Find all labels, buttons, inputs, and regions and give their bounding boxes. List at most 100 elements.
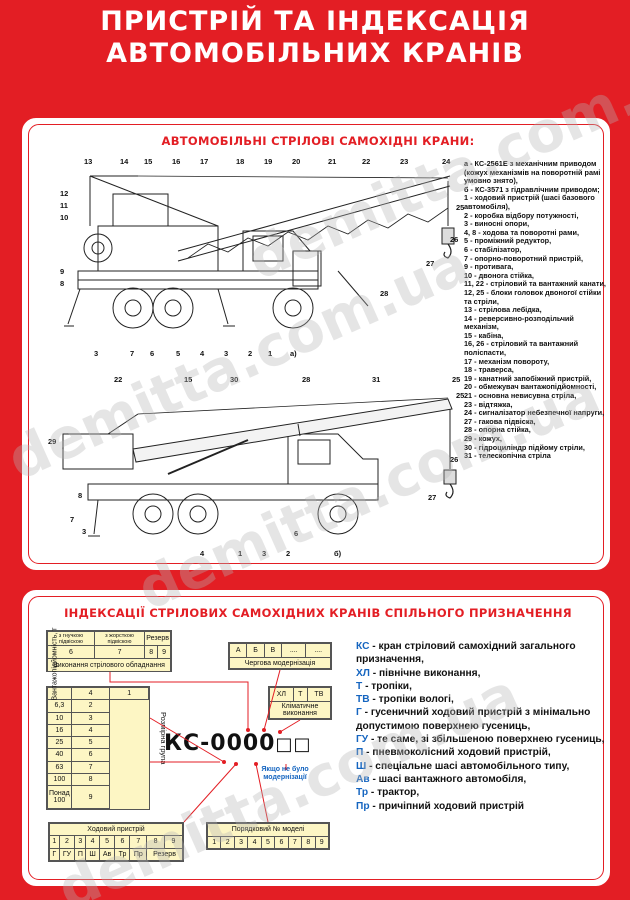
definition-key: ХЛ	[356, 667, 370, 679]
fig-a-num-20: 20	[292, 157, 300, 166]
fig-b-num-3: 3	[82, 527, 86, 536]
size-group-value: 6	[70, 748, 111, 762]
definition-text: - кран стріловий самохідний загального п…	[356, 641, 576, 666]
legend-item: 13 - стрілова лебідка,	[464, 305, 542, 315]
equipment-header-flexible: з гнучкою підвіскою	[47, 631, 95, 646]
page-title: ПРИСТРІЙ ТА ІНДЕКСАЦІЯ АВТОМОБІЛЬНИХ КРА…	[0, 6, 630, 70]
fig-b-num-1: 1	[238, 549, 242, 558]
section2-heading: ІНДЕКСАЦІЇ СТРІЛОВИХ САМОХІДНИХ КРАНІВ С…	[64, 606, 572, 620]
definition-item: ГУ - те саме, зі збільшеною поверхнею гу…	[356, 733, 606, 746]
fig-b-num-25a: 25	[452, 375, 460, 384]
definition-key: Тр	[356, 787, 369, 799]
capacity-value: 100	[47, 772, 72, 787]
legend-item: 31 - телескопічна стріла	[464, 451, 551, 461]
definition-text: - тропіки,	[362, 680, 412, 692]
definition-text: - трактор,	[368, 787, 420, 799]
equipment-caption: Виконання стрілового обладнання	[47, 658, 171, 672]
legend-item: 12, 25 - блоки головок двоногої стійки т…	[464, 287, 602, 306]
fig-a-num-26: 26	[450, 235, 458, 244]
section1-heading: АВТОМОБІЛЬНІ СТРІЛОВІ САМОХІДНІ КРАНИ:	[161, 134, 475, 148]
crane-indexing-panel: ІНДЕКСАЦІЇ СТРІЛОВИХ САМОХІДНИХ КРАНІВ С…	[22, 590, 610, 886]
legend-item: 27 - гакова підвіска,	[464, 416, 536, 426]
fig-b-num-4: 4	[200, 549, 205, 558]
definition-key: П	[356, 747, 364, 759]
definition-item: Ав - шасі вантажного автомобіля,	[356, 773, 606, 786]
definition-item: Т - тропіки,	[356, 680, 606, 693]
fig-a-num-28: 28	[380, 289, 388, 298]
model-number: 7	[287, 835, 303, 849]
fig-a-num-13: 13	[84, 157, 92, 166]
code-text: КС-0000	[164, 731, 276, 756]
fig-a-num-22: 22	[362, 157, 370, 166]
fig-b-num-6: 6	[294, 529, 298, 538]
legend-item: 17 - механізм повороту,	[464, 356, 550, 366]
modernization-table: А Б В .... .... Чергова модернізація	[228, 642, 332, 670]
fig-a-num-19: 19	[264, 157, 272, 166]
fig-a-num-4: 4	[200, 349, 205, 358]
fig-b-num-26: 26	[450, 455, 458, 464]
crane-drawing-b: 22 15 30 28 31 25 29 8 7 3 25 26 27 4 1 …	[48, 375, 464, 558]
code-definitions: КС - кран стріловий самохідний загальног…	[356, 640, 606, 813]
fig-b-label: б)	[334, 549, 342, 558]
legend-item: 2 - коробка відбору потужності,	[464, 210, 579, 220]
definition-text: - тропіки вологі,	[369, 694, 454, 706]
capacity-value: 63	[47, 760, 72, 774]
legend-item: 29 - кожух,	[464, 434, 502, 443]
definition-text: - шасі вантажного автомобіля,	[369, 773, 527, 785]
definition-key: Г	[356, 707, 362, 719]
crane-index-code: КС-0000□□	[164, 731, 312, 756]
fig-a-num-25: 25	[456, 203, 464, 212]
parts-legend: а - КС-2561Е з механічним приводом (кожу…	[464, 159, 609, 461]
boom-equipment-table: з гнучкою підвіскою з жорсткою підвіскою…	[46, 630, 172, 672]
fig-a-num-7: 7	[130, 349, 134, 358]
fig-a-num-17: 17	[200, 157, 208, 166]
fig-a-num-27: 27	[426, 259, 434, 268]
fig-b-num-31: 31	[372, 375, 380, 384]
model-number: 8	[301, 835, 316, 849]
capacity-value: 16	[47, 723, 72, 738]
legend-item: 7 - опорно-поворотний пристрій,	[464, 253, 584, 263]
fig-b-num-25b: 25	[456, 391, 464, 400]
legend-item: 11, 22 - стріловий та вантажний канати,	[464, 279, 606, 289]
fig-b-num-29: 29	[48, 437, 56, 446]
fig-a-num-18: 18	[236, 157, 244, 166]
fig-a-num-10: 10	[60, 213, 68, 222]
legend-item: 3 - виносні опори,	[464, 219, 530, 229]
fig-a-num-11: 11	[60, 201, 68, 210]
legend-item: 24 - сигналізатор небезпечної напруги,	[464, 408, 605, 418]
definition-key: Пр	[356, 800, 370, 812]
size-group-value: 9	[70, 785, 111, 809]
crane-drawing-a: 13 14 15 16 17 18 19 20 21 22 23 24 12 1…	[60, 157, 464, 358]
fig-b-num-8: 8	[78, 491, 82, 500]
chassis-type: Резерв	[146, 847, 183, 862]
mod-value-a: А	[228, 643, 248, 658]
legend-item: 20 - обмежувач вантажопідйомності,	[464, 382, 597, 392]
definition-item: ХЛ - північне виконання,	[356, 667, 606, 680]
definition-item: КС - кран стріловий самохідний загальног…	[356, 640, 606, 667]
fig-a-num-6: 6	[150, 349, 154, 358]
no-modernization-note: Якщо не було модернізації	[261, 766, 309, 781]
definition-key: ТВ	[356, 694, 370, 706]
definition-item: Г - гусеничний ходовий пристрій з мініма…	[356, 706, 606, 733]
size-group-value: 5	[70, 735, 111, 750]
definition-item: П - пневмоколісний ходовий пристрій,	[356, 746, 606, 759]
fig-b-num-15: 15	[184, 375, 192, 384]
legend-item: 15 - кабіна,	[464, 330, 504, 340]
definition-key: ГУ	[356, 734, 369, 746]
capacity-value: 6,3	[47, 699, 72, 713]
fig-a-num-9: 9	[60, 267, 64, 276]
capacity-value: 25	[47, 735, 72, 750]
legend-item: 10 - двонога стійка,	[464, 270, 534, 280]
definition-key: Т	[356, 680, 363, 692]
capacity-value: Понад 100	[47, 785, 72, 809]
legend-item: 4, 8 - ходова та поворотні рами,	[464, 227, 580, 237]
capacity-value: 40	[47, 748, 72, 762]
definition-text: - північне виконання,	[369, 667, 481, 679]
fig-b-num-27: 27	[428, 493, 436, 502]
definition-key: Ш	[356, 760, 367, 772]
fig-a-num-5: 5	[176, 349, 180, 358]
size-group-value: 7	[70, 760, 111, 774]
fig-a-num-1: 1	[268, 349, 272, 358]
definition-text: - гусеничний ходовий пристрій з мінімаль…	[356, 707, 591, 732]
fig-a-num-2: 2	[248, 349, 252, 358]
